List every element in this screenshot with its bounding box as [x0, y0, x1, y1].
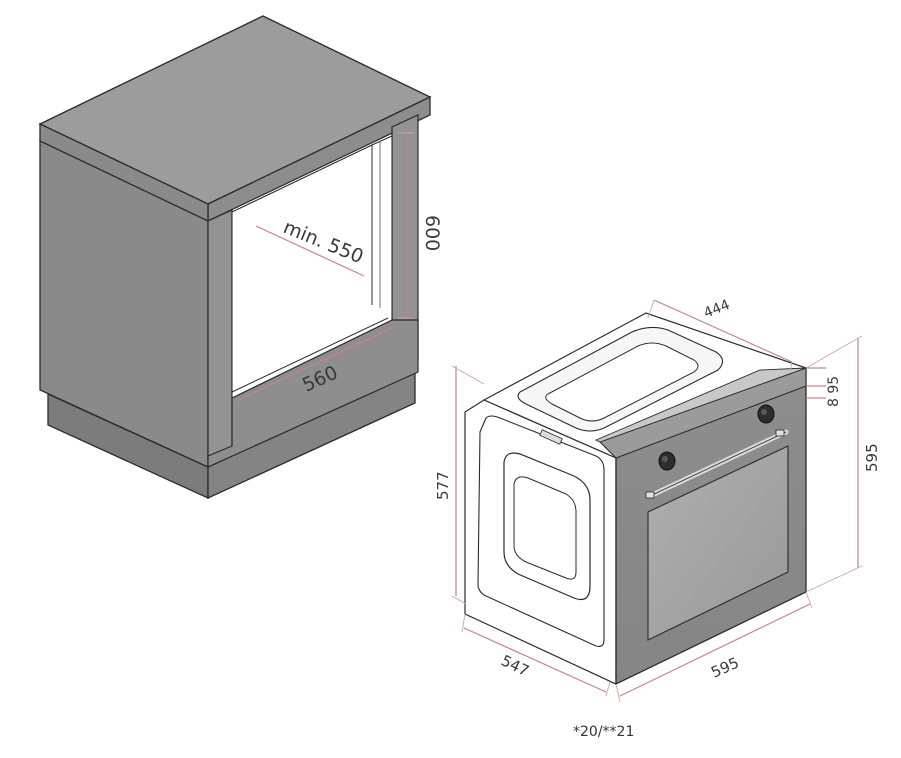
cabinet-height-label: 600 [421, 215, 443, 251]
oven-side-height-label: 577 [434, 471, 452, 500]
cabinet: min. 550 600 560 [38, 15, 443, 500]
dimension-oven-top-depth [647, 299, 793, 373]
dimension-oven-height [805, 335, 863, 593]
cabinet-front-bottom-rail [207, 319, 419, 468]
oven-width-label: 595 [708, 654, 741, 682]
dimension-cabinet-depth [255, 225, 365, 277]
oven-door-glass [647, 445, 789, 641]
oven-side-window-inner [513, 476, 577, 580]
oven-knob-right [757, 404, 775, 424]
cabinet-front-left-stile [207, 209, 233, 468]
cabinet-opening [231, 135, 393, 399]
dimension-oven-depth [461, 613, 611, 697]
oven-footnote: *20/**21 [573, 724, 634, 740]
oven-knob-left [658, 451, 676, 471]
oven-top-depth-label: 444 [702, 297, 733, 322]
oven: 444 8 95 595 577 547 [434, 297, 881, 740]
oven-door-handle [645, 429, 789, 499]
dimension-cabinet-width [237, 327, 393, 401]
dimension-cabinet-height [398, 132, 414, 319]
oven-panel-dims-label: 8 95 [826, 376, 842, 407]
dimension-oven-width [615, 591, 813, 703]
oven-top-emboss-inner [545, 342, 699, 422]
cabinet-inner-floor-edge [231, 317, 389, 393]
oven-height-label: 595 [863, 443, 881, 472]
oven-side-bracket [539, 429, 563, 445]
dimension-oven-panel [806, 367, 826, 399]
dimension-oven-side-height [451, 365, 485, 605]
